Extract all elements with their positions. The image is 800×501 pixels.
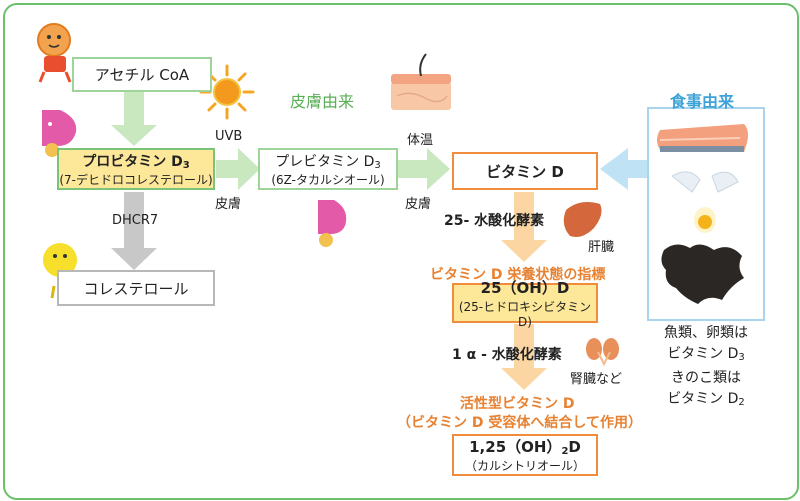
vitamin-d-box: ビタミン D: [452, 152, 598, 190]
provitamin-d3-chem: (7-デヒドロコレステロール): [59, 172, 213, 187]
previtamin-d3-box: プレビタミン D3 (6Z-タカルシオール): [258, 148, 398, 190]
body-temp-label: 体温: [407, 133, 434, 148]
food-note-line2: ビタミン D3: [667, 346, 745, 363]
liver-label: 肝臓: [588, 240, 615, 255]
ohd25-box: 25（OH）D (25-ヒドロキシビタミン D): [452, 279, 598, 329]
provitamin-d3-box: プロビタミン D3 (7-デヒドロコレステロール): [57, 148, 215, 190]
active-desc-label: （ビタミン D 受容体へ結合して作用）: [397, 415, 642, 431]
previtamin-d3-name: プレビタミン D3: [275, 153, 381, 171]
status-index-label: ビタミン D 栄養状態の指標: [430, 267, 606, 283]
acetyl-coa-label: アセチル CoA: [94, 66, 190, 84]
food-note: 魚類、卵類は ビタミン D3 きのこ類は ビタミン D2: [640, 324, 772, 412]
egg-icon: [671, 171, 739, 233]
ohd125-name: 1,25（OH）2D: [469, 438, 581, 457]
arrow-food-to-vitamind: [600, 148, 650, 190]
mascot-provitamin-icon: [42, 110, 77, 157]
skin-label-2: 皮膚: [405, 197, 432, 212]
hydroxylase1a-label: 1 α - 水酸化酵素: [452, 347, 562, 363]
acetyl-coa-box: アセチル CoA: [72, 57, 212, 92]
food-note-line3: きのこ類は: [671, 370, 741, 386]
food-note-line4: ビタミン D2: [667, 391, 745, 408]
previtamin-d3-chem: (6Z-タカルシオール): [271, 172, 385, 187]
skin-origin-label: 皮膚由来: [290, 92, 355, 111]
arrow-vitamind-to-25ohd: [501, 192, 547, 262]
ohd125-box: 1,25（OH）2D （カルシトリオール）: [452, 434, 598, 476]
cholesterol-label: コレステロール: [83, 279, 189, 298]
uvb-label: UVB: [215, 129, 243, 144]
fish-icon: [657, 124, 748, 152]
mushroom-icon: [661, 244, 744, 304]
arrow-provitamin-to-previtamin: [216, 148, 260, 190]
arrow-previtamin-to-vitamind: [398, 148, 450, 190]
arrow-acetyl-to-provitamin: [111, 92, 157, 146]
vitamin-d-label: ビタミン D: [486, 162, 564, 181]
liver-icon: [563, 202, 602, 237]
sun-icon: [199, 64, 255, 120]
ohd25-chem: (25-ヒドロキシビタミン D): [458, 300, 592, 329]
active-title-label: 活性型ビタミン D: [460, 396, 575, 412]
provitamin-d3-name: プロビタミン D3: [82, 153, 190, 171]
food-note-line1: 魚類、卵類は: [664, 325, 748, 341]
mascot-previtamin-icon: [318, 200, 347, 247]
mascot-cholesterol-icon: [43, 243, 77, 299]
arrow-25ohd-to-125ohd: [501, 324, 547, 390]
dhcr7-label: DHCR7: [112, 213, 159, 228]
cholesterol-box: コレステロール: [57, 270, 215, 306]
ohd25-name: 25（OH）D: [480, 279, 570, 297]
skin-label-1: 皮膚: [215, 197, 242, 212]
arrow-provitamin-to-cholesterol: [111, 192, 157, 270]
skin-icon: [391, 53, 451, 110]
hydroxylase25-label: 25- 水酸化酵素: [444, 213, 545, 229]
food-origin-label: 食事由来: [670, 92, 735, 111]
kidney-icon: [586, 338, 619, 367]
kidney-label: 腎臓など: [570, 372, 623, 387]
mascot-pro-icon: [37, 23, 72, 83]
ohd125-chem: （カルシトリオール）: [464, 459, 585, 473]
